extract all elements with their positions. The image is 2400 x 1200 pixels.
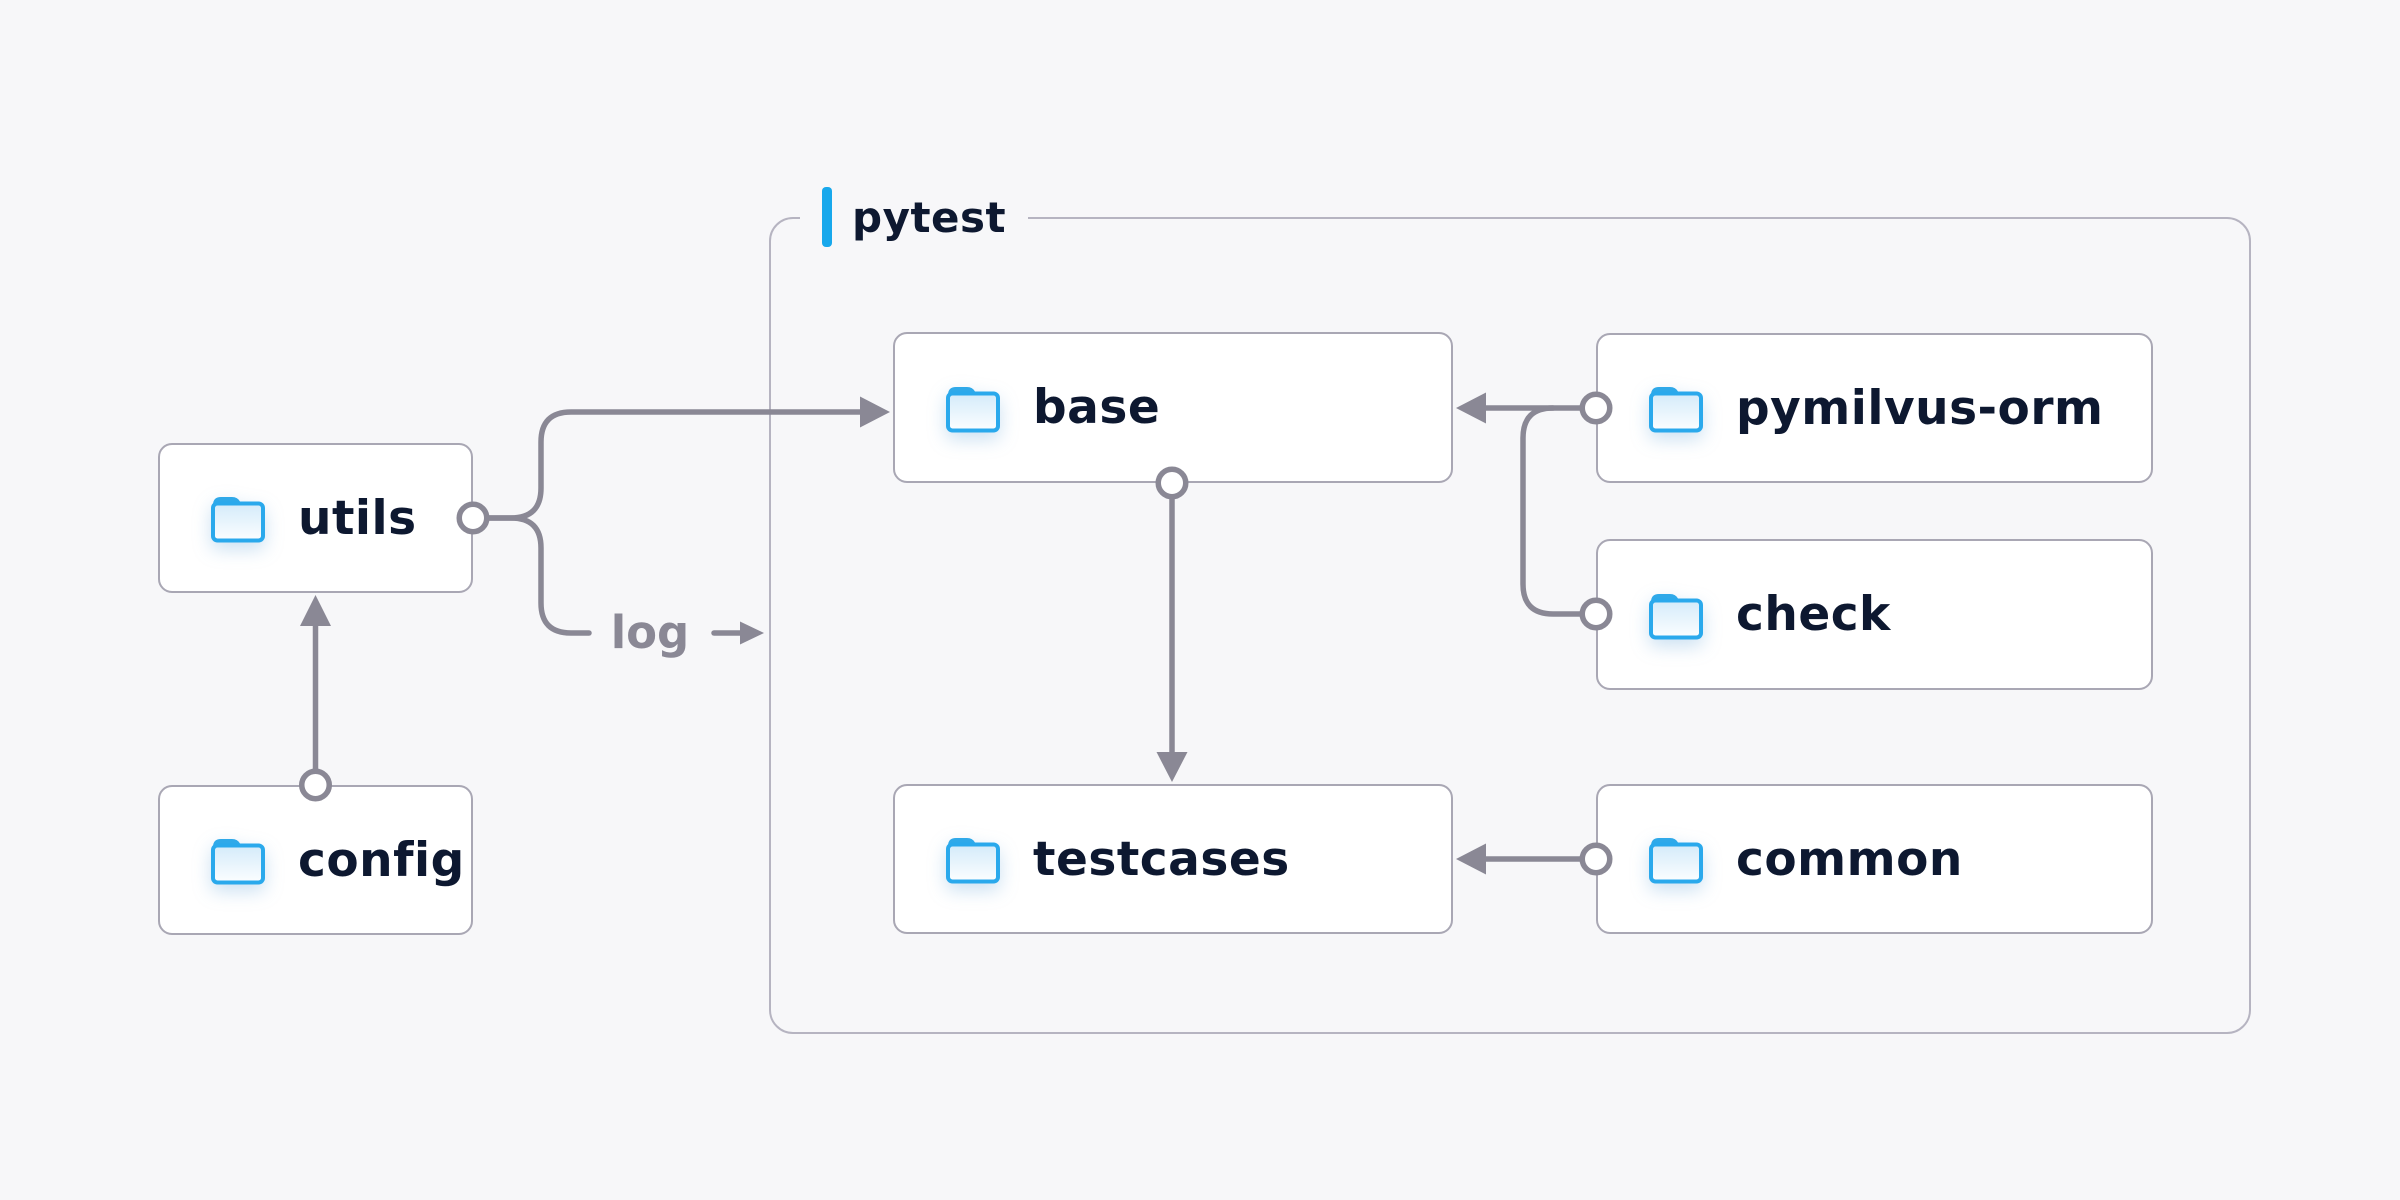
folder-icon <box>946 386 1000 432</box>
node-utils: utils <box>158 443 473 593</box>
accent-bar-icon <box>822 187 832 247</box>
node-label-common: common <box>1736 831 1963 887</box>
node-label-check: check <box>1736 587 1891 642</box>
node-base: base <box>893 332 1453 483</box>
folder-icon <box>1649 387 1703 433</box>
pytest-group-box <box>769 217 2251 1034</box>
node-check: check <box>1596 539 2153 690</box>
node-common: common <box>1596 784 2153 934</box>
edge-config-to-utils <box>299 595 332 802</box>
folder-icon <box>946 838 1000 884</box>
node-label-testcases: testcases <box>1033 831 1290 887</box>
node-pymilvus-orm: pymilvus-orm <box>1596 333 2153 483</box>
folder-icon <box>211 839 265 885</box>
node-config: config <box>158 785 473 935</box>
node-label-config: config <box>298 832 465 888</box>
pytest-group-title: pytest <box>852 192 1007 242</box>
node-label-pymilvus-orm: pymilvus-orm <box>1736 380 2104 436</box>
node-testcases: testcases <box>893 784 1453 934</box>
pytest-group-label: pytest <box>800 184 1029 250</box>
folder-icon <box>211 497 265 543</box>
folder-icon <box>1649 838 1703 884</box>
arrowhead <box>740 621 764 645</box>
arrowhead <box>300 595 331 626</box>
folder-icon <box>1649 593 1703 639</box>
node-label-base: base <box>1033 380 1161 435</box>
node-label-utils: utils <box>298 490 417 546</box>
edge-log-label: log <box>610 606 690 659</box>
